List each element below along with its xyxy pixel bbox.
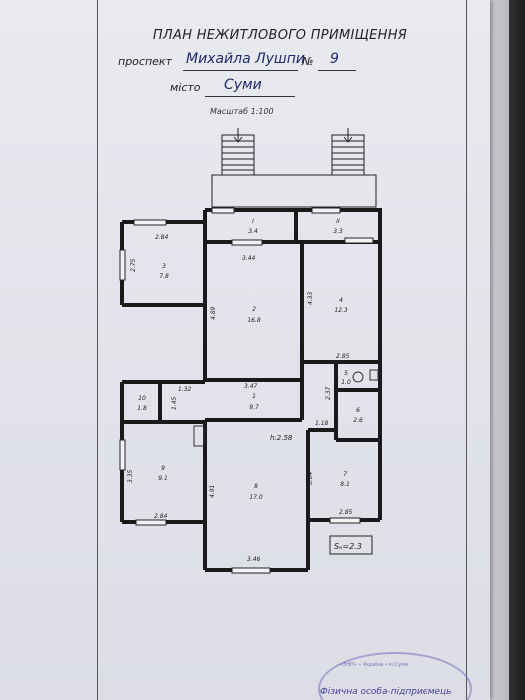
area-note: Sₑ=2.3	[334, 542, 362, 551]
number-label: №	[302, 55, 314, 68]
room-5-area: 1.0	[341, 379, 351, 386]
radiator-icon	[193, 425, 205, 447]
scale-label: Масштаб 1:100	[210, 107, 274, 116]
dim-9-height: 3.35	[127, 469, 134, 483]
room-I-area: 3.4	[248, 228, 258, 235]
dim-7-width: 2.85	[339, 509, 353, 516]
room-6-id: 6	[356, 407, 360, 414]
ceiling-height: h:2.58	[270, 434, 293, 442]
dimension-labels: 2.84 2.75 3.44 4.89 4.33 2.85 3.47 1.32 …	[127, 234, 353, 563]
windows	[119, 207, 374, 574]
dim-10-width: 1.32	[178, 386, 192, 393]
dim-4-height: 4.33	[307, 291, 314, 305]
number-value: 9	[330, 51, 339, 67]
room-3-area: 7.8	[159, 273, 169, 280]
dim-10-height: 1.45	[171, 396, 178, 410]
room-4-area: 12.3	[334, 307, 348, 314]
document-title: ПЛАН НЕЖИТЛОВОГО ПРИМІЩЕННЯ	[152, 28, 408, 43]
number-underline	[318, 70, 356, 71]
street-label: проспект	[118, 55, 172, 68]
dim-2-width: 3.44	[242, 255, 256, 262]
dim-7-height: 3.04	[307, 471, 314, 485]
room-5-id: 5	[344, 370, 348, 377]
room-2-area: 16.8	[247, 317, 261, 324]
room-8-id: 8	[254, 483, 258, 490]
room-3-id: 3	[162, 263, 166, 270]
dim-hall-width: 1.18	[315, 420, 329, 427]
stair-left	[221, 128, 255, 176]
sheet-frame	[97, 0, 467, 700]
area-note-box: Sₑ=2.3	[329, 535, 373, 555]
dim-8-height: 4.91	[209, 485, 216, 498]
room-1-area: 9.7	[249, 404, 259, 411]
room-1-id: 1	[252, 393, 256, 400]
dim-1-width: 3.47	[244, 383, 258, 390]
floor-plan: 2.84 2.75 3.44 4.89 4.33 2.85 3.47 1.32 …	[119, 128, 382, 574]
room-I-id: I	[252, 218, 254, 225]
stamp-text: Фізична особа-підприємець	[320, 687, 452, 697]
room-7-area: 8.1	[340, 481, 350, 488]
stamp-ring-text: «ЗНП» • Україна • м.Суми	[340, 662, 408, 668]
dim-8-width: 3.46	[247, 556, 261, 563]
room-II-id: II	[336, 218, 340, 225]
sink-icon	[369, 369, 379, 381]
room-2-id: 2	[252, 306, 256, 313]
dim-wc-height: 2.37	[325, 386, 332, 400]
stair-right	[331, 128, 365, 176]
toilet-icon	[352, 371, 364, 383]
room-6-area: 2.6	[353, 417, 363, 424]
room-7-id: 7	[343, 471, 347, 478]
dim-4-width: 2.85	[336, 353, 350, 360]
fixtures	[193, 369, 379, 447]
room-9-area: 9.1	[158, 475, 168, 482]
walls	[120, 208, 382, 572]
room-10-area: 1.8	[137, 405, 147, 412]
dim-9-width: 2.84	[154, 513, 168, 520]
street-underline	[183, 70, 298, 71]
city-label: місто	[170, 81, 201, 94]
city-value: Суми	[224, 77, 262, 93]
room-II-area: 3.3	[333, 228, 343, 235]
room-10-id: 10	[138, 395, 146, 402]
city-underline	[205, 96, 295, 97]
room-8-area: 17.0	[249, 494, 263, 501]
street-value: Михайла Лушпи	[186, 51, 305, 67]
porch	[211, 174, 377, 208]
room-9-id: 9	[161, 465, 165, 472]
room-4-id: 4	[339, 297, 343, 304]
dim-3-height: 2.75	[130, 258, 137, 272]
plan-sheet: ПЛАН НЕЖИТЛОВОГО ПРИМІЩЕННЯ проспект Мих…	[0, 0, 490, 700]
room-labels: I 3.4 II 3.3 3 7.8 2 16.8 4 12.3 5 1.0 1…	[137, 218, 363, 501]
dim-3-width: 2.84	[155, 234, 169, 241]
dim-2-height: 4.89	[210, 306, 217, 320]
